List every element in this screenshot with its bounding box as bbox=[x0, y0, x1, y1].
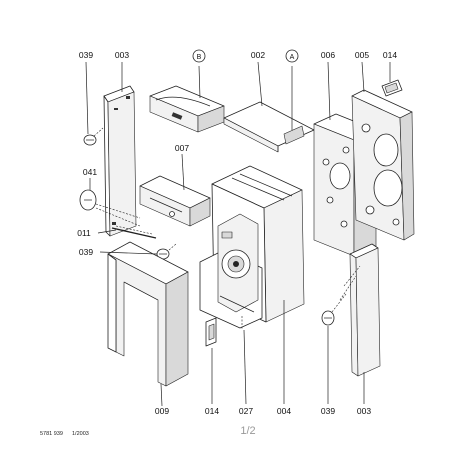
page-indicator: 1/2 bbox=[240, 425, 255, 437]
part-002-top-plate bbox=[223, 101, 315, 153]
label-039-mid: 039 bbox=[79, 247, 93, 257]
callout-b-marker: B bbox=[192, 49, 206, 63]
part-b-lid bbox=[149, 85, 225, 133]
part-011-rod bbox=[111, 225, 157, 239]
part-007-bracket bbox=[139, 175, 211, 227]
label-027: 027 bbox=[239, 406, 253, 416]
label-041: 041 bbox=[83, 167, 97, 177]
callout-b-label: B bbox=[197, 54, 202, 61]
part-039-screw-bottom bbox=[321, 293, 347, 326]
part-041-fastener bbox=[79, 189, 141, 227]
part-027-mechanism bbox=[199, 213, 263, 330]
label-007: 007 bbox=[175, 143, 189, 153]
callout-a-marker: A bbox=[285, 49, 299, 63]
label-039-top: 039 bbox=[79, 50, 93, 60]
label-009: 009 bbox=[155, 406, 169, 416]
label-003-bot: 003 bbox=[357, 406, 371, 416]
part-003-left-panel bbox=[103, 85, 137, 237]
callout-a-label: A bbox=[290, 54, 295, 61]
doc-number: 5781 939 bbox=[40, 431, 63, 437]
part-014-clip-bottom bbox=[205, 317, 217, 347]
part-039-screw-mid bbox=[156, 243, 177, 260]
label-014-bot: 014 bbox=[205, 406, 219, 416]
part-005-rear-panel bbox=[351, 89, 415, 241]
label-011: 011 bbox=[77, 228, 91, 238]
part-014-clip-top bbox=[381, 79, 403, 97]
label-003-top: 003 bbox=[115, 50, 129, 60]
label-004: 004 bbox=[277, 406, 291, 416]
part-003-right-panel bbox=[339, 243, 381, 377]
label-014-top: 014 bbox=[383, 50, 397, 60]
part-009-front-frame bbox=[107, 241, 189, 387]
part-039-screw-top bbox=[83, 127, 104, 146]
doc-date: 1/2003 bbox=[72, 431, 89, 437]
label-005: 005 bbox=[355, 50, 369, 60]
label-039-bot: 039 bbox=[321, 406, 335, 416]
leader-lines bbox=[85, 61, 391, 407]
label-006: 006 bbox=[321, 50, 335, 60]
label-002: 002 bbox=[251, 50, 265, 60]
